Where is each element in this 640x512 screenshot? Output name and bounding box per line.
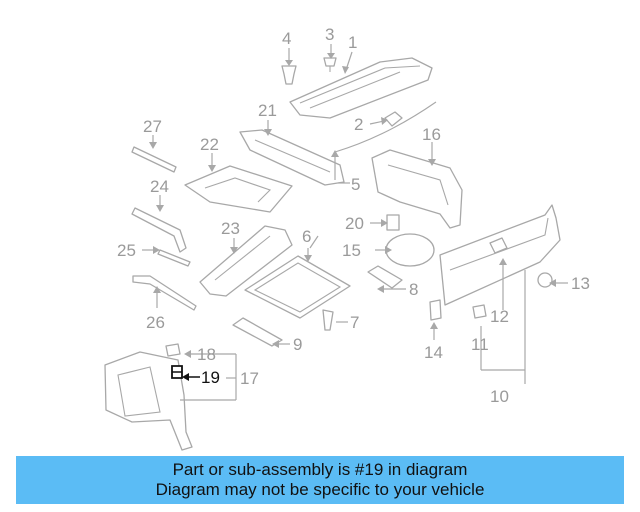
callout-27: 27 [143, 117, 162, 136]
callout-7: 7 [350, 313, 359, 332]
callout-6: 6 [302, 227, 311, 246]
part-12-clip [489, 237, 508, 254]
part-21-cover-panel [239, 129, 345, 186]
banner-line-disclaimer: Diagram may not be specific to your vehi… [155, 480, 485, 499]
callout-19: 19 [201, 368, 220, 387]
part-7-bracket [322, 309, 334, 331]
part-6-floor-panel [244, 255, 351, 319]
callout-8: 8 [409, 280, 418, 299]
parts-diagram: 1 2 3 4 5 6 7 8 9 10 11 12 13 14 15 16 1… [104, 25, 590, 451]
part-18-clip [165, 343, 181, 357]
banner-line-part-number: Part or sub-assembly is #19 in diagram [172, 460, 468, 479]
leader-lines [142, 44, 568, 401]
part-23-jack [199, 225, 293, 297]
callout-2: 2 [354, 115, 363, 134]
callout-5: 5 [351, 175, 360, 194]
callout-4: 4 [282, 29, 291, 48]
part-3-clip [323, 57, 337, 72]
callout-20: 20 [345, 214, 364, 233]
part-24-lug-wrench [131, 207, 187, 253]
part-10-liftgate-trim [439, 204, 561, 306]
part-4-rivet [281, 65, 297, 85]
callout-24: 24 [150, 177, 169, 196]
part-19-fastener [171, 365, 183, 379]
part-26-tool [132, 275, 197, 311]
callout-25: 25 [117, 241, 136, 260]
part-25-bar [157, 249, 191, 267]
part-16-side-trim [371, 149, 463, 229]
callout-23: 23 [221, 219, 240, 238]
callout-12: 12 [490, 307, 509, 326]
part-5-trim-strip [334, 101, 437, 153]
callout-10: 10 [490, 387, 509, 406]
part-15-seal [385, 233, 435, 267]
part-13-grommet [537, 272, 553, 288]
part-20-clip [386, 214, 400, 231]
part-2-bracket [384, 111, 403, 127]
part-8-light [367, 265, 403, 289]
callout-17: 17 [240, 369, 259, 388]
callout-9: 9 [293, 335, 302, 354]
callout-21: 21 [258, 101, 277, 120]
callout-labels: 1 2 3 4 5 6 7 8 9 10 11 12 13 14 15 16 1… [117, 25, 590, 406]
callout-26: 26 [146, 313, 165, 332]
part-17-side-panel [104, 351, 193, 451]
callout-15: 15 [342, 241, 361, 260]
callout-22: 22 [200, 135, 219, 154]
part-22-storage-tray [184, 165, 293, 213]
callout-14: 14 [424, 343, 443, 362]
part-1-package-tray [289, 57, 433, 119]
info-banner: Part or sub-assembly is #19 in diagram D… [16, 456, 624, 504]
callout-3: 3 [325, 25, 334, 44]
part-27-wrench [131, 146, 177, 173]
part-9-strip [232, 317, 283, 347]
callout-18: 18 [197, 345, 216, 364]
callout-11: 11 [471, 335, 489, 354]
part-14-clip [429, 299, 442, 321]
callout-16: 16 [422, 125, 441, 144]
callout-13: 13 [571, 274, 590, 293]
callout-1: 1 [348, 33, 357, 52]
part-11-clip [472, 304, 487, 319]
